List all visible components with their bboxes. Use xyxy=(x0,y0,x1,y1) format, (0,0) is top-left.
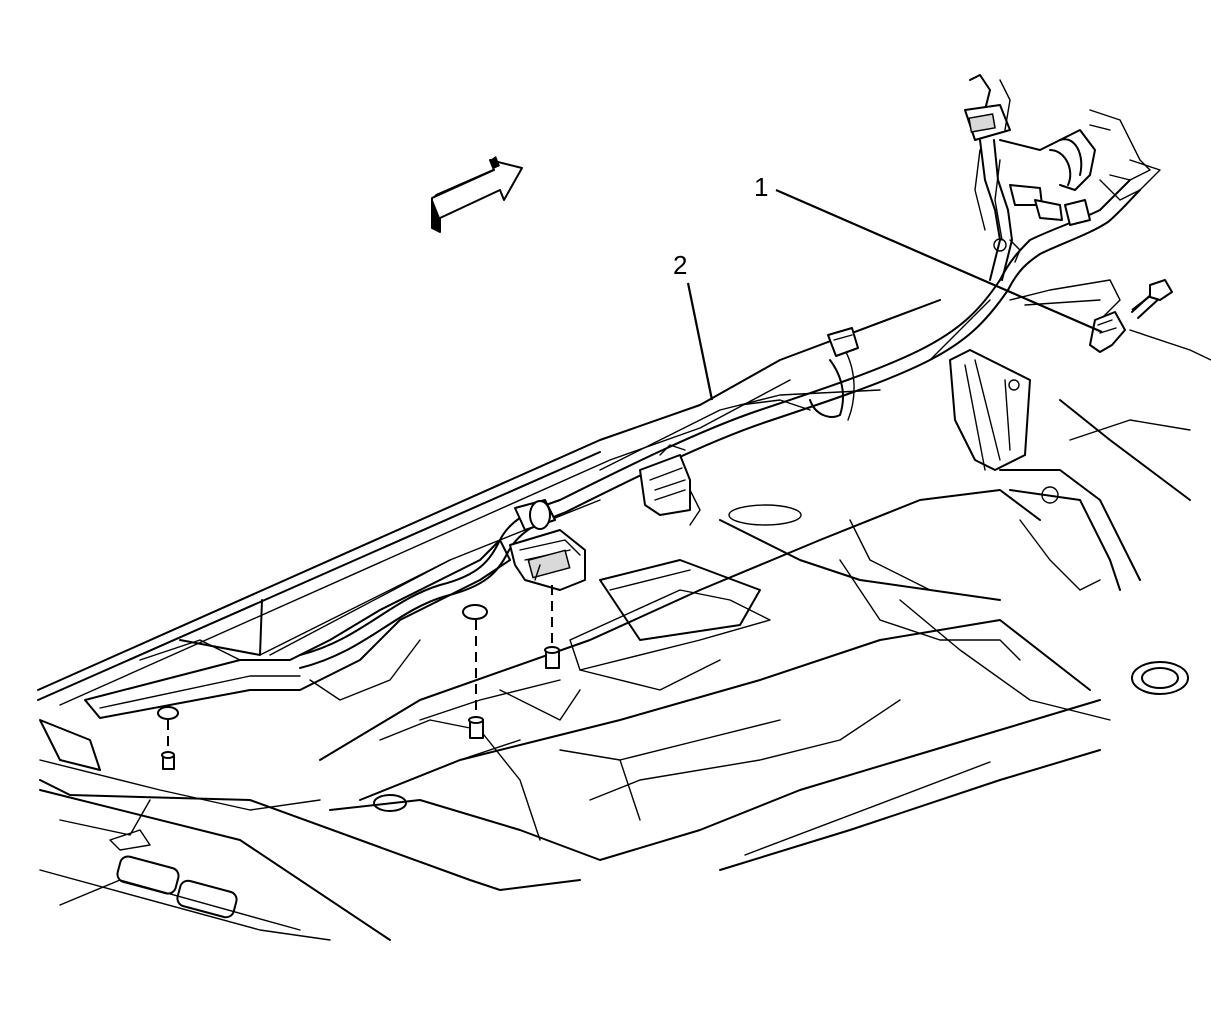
front-direction-arrow-icon xyxy=(431,156,523,233)
connector-center xyxy=(639,444,701,526)
fastener-stud-3 xyxy=(544,585,560,669)
instrument-panel-harness xyxy=(964,74,1161,263)
mounting-bracket xyxy=(949,349,1031,471)
wiring-harness xyxy=(299,139,1141,669)
fastener-stud-1 xyxy=(157,706,179,770)
callout-2: 2 xyxy=(673,250,687,280)
connector-module xyxy=(509,529,586,591)
ground-bolt xyxy=(1089,279,1173,353)
leader-line-1 xyxy=(775,188,1103,334)
wheelhouse xyxy=(999,329,1211,591)
floor-tunnel xyxy=(319,489,1189,871)
fastener-stud-2 xyxy=(462,604,488,739)
callout-1: 1 xyxy=(754,172,768,202)
connector-upper xyxy=(827,327,859,357)
leader-line-2 xyxy=(686,282,714,401)
